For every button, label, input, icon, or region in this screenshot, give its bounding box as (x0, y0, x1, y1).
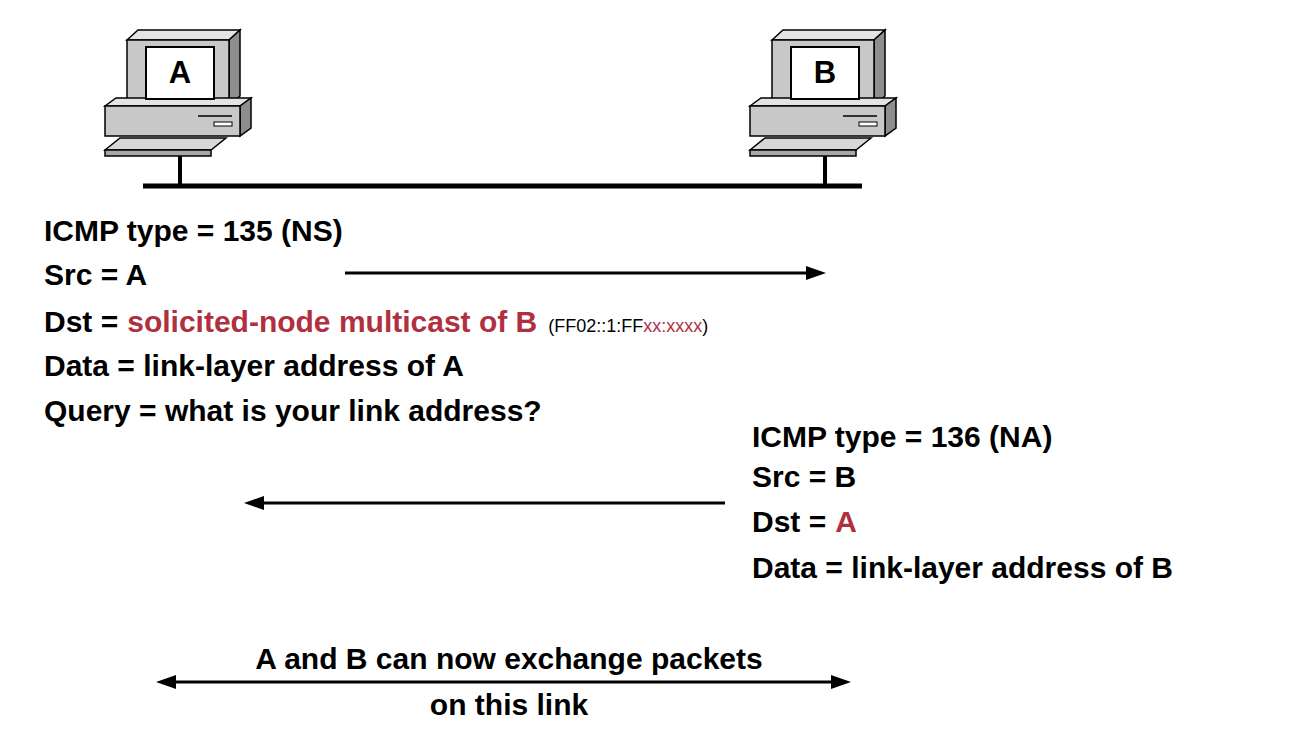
message-line: Data = link-layer address of B (752, 551, 1173, 586)
message-field: Data = link-layer address of A (44, 349, 464, 384)
message-field: Data = link-layer address of B (752, 551, 1173, 586)
computer-label: A (169, 56, 191, 90)
exchange-note: A and B can now exchange packets on this… (239, 636, 779, 728)
screen-node: B (790, 46, 860, 100)
message-field: A (835, 505, 857, 540)
message-line: Src = B (752, 460, 856, 495)
message-line: Dst = solicited-node multicast of B (FF02:… (44, 305, 708, 340)
message-line: ICMP type = 136 (NA) (752, 420, 1052, 455)
address-note: xx:xxxx (643, 316, 702, 337)
message-field: Src = A (44, 258, 147, 293)
computer-icon (105, 30, 251, 186)
message-line: Dst = A (752, 505, 857, 540)
message-arrow (345, 272, 808, 275)
message-field: Dst = (752, 505, 826, 540)
message-field: Query = what is your link address? (44, 394, 542, 429)
message-field: Dst = (44, 305, 118, 340)
computer-icon (750, 30, 896, 186)
message-field: ICMP type = 135 (NS) (44, 214, 343, 249)
message-line: ICMP type = 135 (NS) (44, 214, 343, 249)
address-note: ) (702, 316, 708, 337)
screen-node: A (145, 46, 215, 100)
computer-label: B (814, 56, 836, 90)
message-line: Src = A (44, 258, 147, 293)
arrow-head (244, 496, 264, 510)
exchange-arrow (174, 681, 833, 684)
message-line: Query = what is your link address? (44, 394, 542, 429)
message-arrow (262, 502, 725, 505)
message-field: solicited-node multicast of B (127, 305, 537, 340)
arrow-head (831, 675, 851, 689)
message-field: Src = B (752, 460, 856, 495)
message-line: Data = link-layer address of A (44, 349, 464, 384)
arrow-head (806, 266, 826, 280)
arrow-head (156, 675, 176, 689)
message-field: ICMP type = 136 (NA) (752, 420, 1052, 455)
address-note: (FF02::1:FF (548, 316, 643, 337)
link-bus (143, 184, 862, 189)
